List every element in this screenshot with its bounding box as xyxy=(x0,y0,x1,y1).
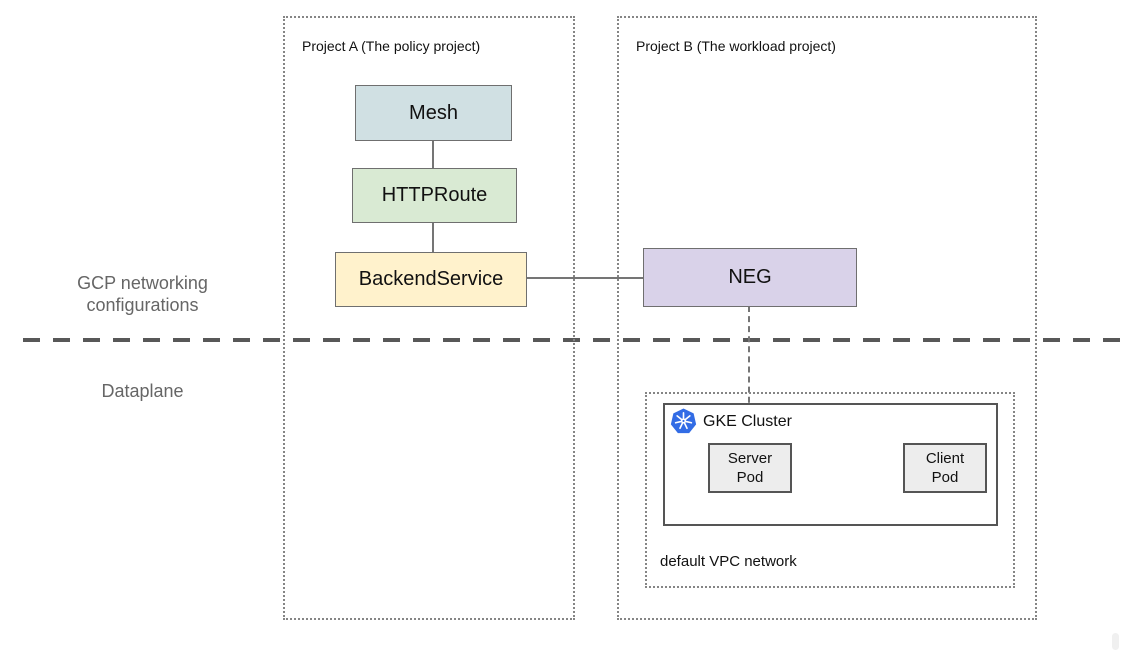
node-neg-label: NEG xyxy=(728,266,772,288)
node-httproute: HTTPRoute xyxy=(352,168,517,223)
zone-label-gcp-networking: GCP networking configurations xyxy=(77,273,208,315)
node-server-pod: Server Pod xyxy=(708,443,792,493)
node-backendservice-label: BackendService xyxy=(358,268,504,290)
connector-mesh-httproute xyxy=(432,140,434,169)
connector-backendservice-neg xyxy=(526,277,644,279)
node-mesh-label: Mesh xyxy=(409,101,458,124)
node-httproute-label: HTTPRoute xyxy=(381,184,488,206)
connector-httproute-backendservice xyxy=(432,222,434,253)
project-a-title: Project A (The policy project) xyxy=(302,38,481,54)
project-a-container: Project A (The policy project) xyxy=(283,16,575,620)
node-mesh: Mesh xyxy=(355,85,512,141)
node-client-pod-label: Client Pod xyxy=(925,450,965,486)
project-b-title: Project B (The workload project) xyxy=(636,38,836,54)
node-server-pod-label: Server Pod xyxy=(727,450,773,486)
node-neg: NEG xyxy=(643,248,857,307)
project-b-container: Project B (The workload project) xyxy=(617,16,1037,620)
gke-cluster-header: GKE Cluster xyxy=(670,408,792,435)
vpc-network-label: default VPC network xyxy=(660,553,797,570)
gke-cluster-label: GKE Cluster xyxy=(703,412,792,430)
connector-neg-serverpod-dashed xyxy=(748,306,750,443)
node-client-pod: Client Pod xyxy=(903,443,987,493)
node-backendservice: BackendService xyxy=(335,252,527,307)
vpc-network-container: default VPC network xyxy=(645,392,1015,588)
scrollbar-thumb[interactable] xyxy=(1112,633,1119,650)
kubernetes-icon xyxy=(670,408,697,435)
zone-label-dataplane: Dataplane xyxy=(101,381,184,401)
